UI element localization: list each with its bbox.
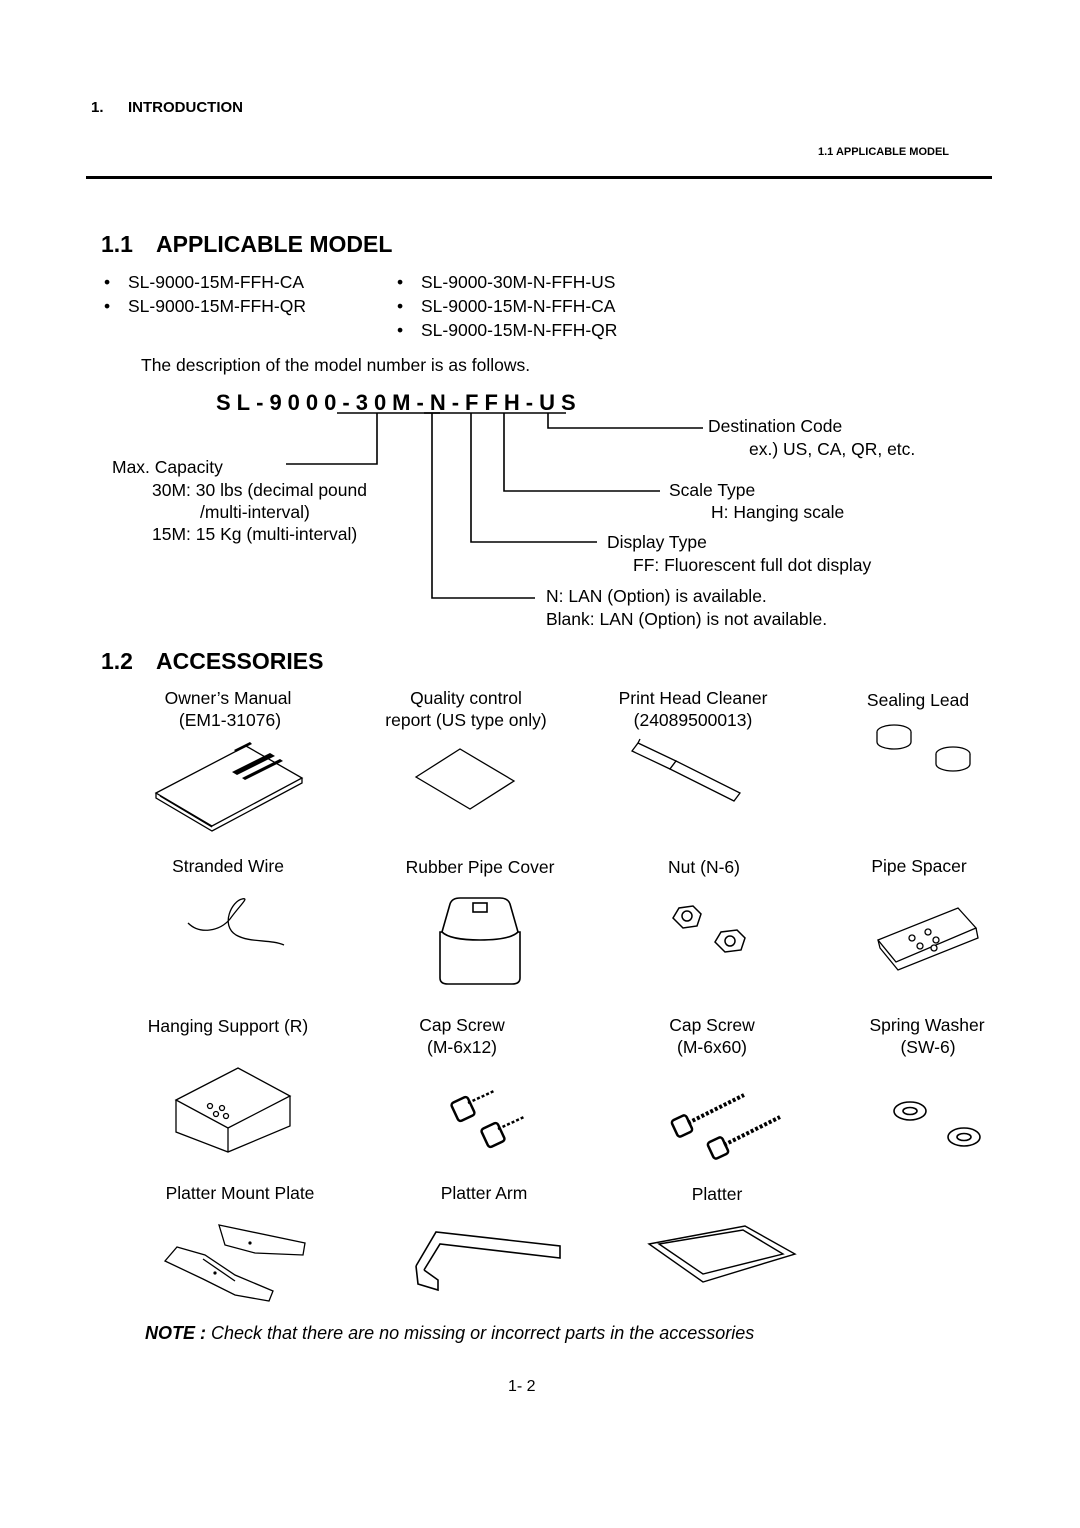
max-capacity-label: Max. Capacity xyxy=(112,457,223,477)
accessory-label-spring-washer: Spring Washer xyxy=(869,1015,985,1035)
nut-icon xyxy=(672,905,746,953)
accessory-label-print-head-cleaner: Print Head Cleaner xyxy=(618,688,768,708)
owners-manual-icon xyxy=(154,742,304,832)
section-heading-accessories: 1.2 ACCESSORIES xyxy=(101,648,323,675)
accessory-label-platter: Platter xyxy=(691,1184,743,1204)
scale-type-label: Scale Type xyxy=(669,480,756,500)
max-capacity-30m-cont: /multi-interval) xyxy=(200,502,310,522)
accessory-part-owners-manual: (EM1-31076) xyxy=(178,710,282,730)
quality-report-icon xyxy=(414,748,516,810)
scale-type-h: H: Hanging scale xyxy=(711,502,845,522)
hanging-support-icon xyxy=(174,1067,292,1153)
section-title: ACCESSORIES xyxy=(156,648,324,674)
rubber-pipe-cover-icon xyxy=(439,897,521,985)
stranded-wire-icon xyxy=(187,898,285,946)
model-description: The description of the model number is a… xyxy=(141,355,531,375)
note-text: Check that there are no missing or incor… xyxy=(211,1323,755,1343)
accessory-label-sealing-lead: Sealing Lead xyxy=(866,690,970,710)
section-title: APPLICABLE MODEL xyxy=(156,231,393,257)
section-heading-applicable-model: 1.1 APPLICABLE MODEL xyxy=(101,231,392,258)
chapter-title: INTRODUCTION xyxy=(128,99,243,116)
model-list-item: •SL-9000-15M-FFH-CA xyxy=(104,272,305,292)
chapter-header: 1. INTRODUCTION xyxy=(91,99,243,116)
section-ref: 1.1 APPLICABLE MODEL xyxy=(818,146,949,158)
accessory-label-cap-screw-12: Cap Screw xyxy=(419,1015,505,1035)
accessory-label-stranded-wire: Stranded Wire xyxy=(172,856,284,876)
accessory-label-quality-report: Quality control xyxy=(410,688,522,708)
accessories-note: NOTE : Check that there are no missing o… xyxy=(145,1323,754,1344)
accessory-label-nut: Nut (N-6) xyxy=(668,857,740,877)
destination-code-label: Destination Code xyxy=(708,416,843,436)
model-code: SL-9000-30M-N-FFH-US xyxy=(216,390,582,415)
spring-washer-icon xyxy=(893,1101,981,1147)
cap-screw-short-icon xyxy=(450,1089,525,1149)
model-code-diagram-lines xyxy=(286,412,703,599)
accessory-part-cap-screw-12: (M-6x12) xyxy=(426,1037,498,1057)
model-list-item: •SL-9000-15M-FFH-QR xyxy=(104,296,306,316)
sealing-lead-icon xyxy=(876,724,971,772)
lan-not-available: Blank: LAN (Option) is not available. xyxy=(546,609,828,629)
header-rule xyxy=(86,176,992,179)
model-list-item: •SL-9000-15M-N-FFH-CA xyxy=(397,296,616,316)
accessory-label-hanging-support: Hanging Support (R) xyxy=(147,1016,309,1036)
section-number: 1.2 xyxy=(101,648,133,674)
accessory-part-cap-screw-60: (M-6x60) xyxy=(676,1037,748,1057)
model-list-item: •SL-9000-15M-N-FFH-QR xyxy=(397,320,618,340)
destination-code-example: ex.) US, CA, QR, etc. xyxy=(749,439,916,459)
max-capacity-30m: 30M: 30 lbs (decimal pound xyxy=(152,480,367,500)
platter-mount-plate-icon xyxy=(163,1224,306,1302)
accessory-part-spring-washer: (SW-6) xyxy=(900,1037,956,1057)
page-number: 1- 2 xyxy=(508,1378,536,1395)
pipe-spacer-icon xyxy=(876,907,979,971)
accessory-label-platter-arm: Platter Arm xyxy=(440,1183,528,1203)
model-list-item: •SL-9000-30M-N-FFH-US xyxy=(397,272,616,292)
accessory-label-platter-mount-plate: Platter Mount Plate xyxy=(165,1183,315,1203)
accessory-label-owners-manual: Owner’s Manual xyxy=(164,688,292,708)
chapter-number: 1. xyxy=(91,99,104,116)
platter-arm-icon xyxy=(415,1231,561,1292)
accessory-label-rubber-pipe-cover: Rubber Pipe Cover xyxy=(405,857,555,877)
max-capacity-15m: 15M: 15 Kg (multi-interval) xyxy=(152,524,358,544)
accessory-part-print-head-cleaner: (24089500013) xyxy=(633,710,753,730)
lan-available: N: LAN (Option) is available. xyxy=(546,586,767,606)
accessory-label-quality-report-2: report (US type only) xyxy=(385,710,547,730)
note-label: NOTE : xyxy=(145,1323,206,1343)
print-head-cleaner-icon xyxy=(631,738,741,802)
cap-screw-long-icon xyxy=(670,1093,781,1160)
platter-icon xyxy=(647,1225,797,1283)
display-type-ff: FF: Fluorescent full dot display xyxy=(633,555,872,575)
display-type-label: Display Type xyxy=(607,532,707,552)
accessory-label-pipe-spacer: Pipe Spacer xyxy=(871,856,967,876)
accessory-label-cap-screw-60: Cap Screw xyxy=(669,1015,755,1035)
section-number: 1.1 xyxy=(101,231,133,257)
